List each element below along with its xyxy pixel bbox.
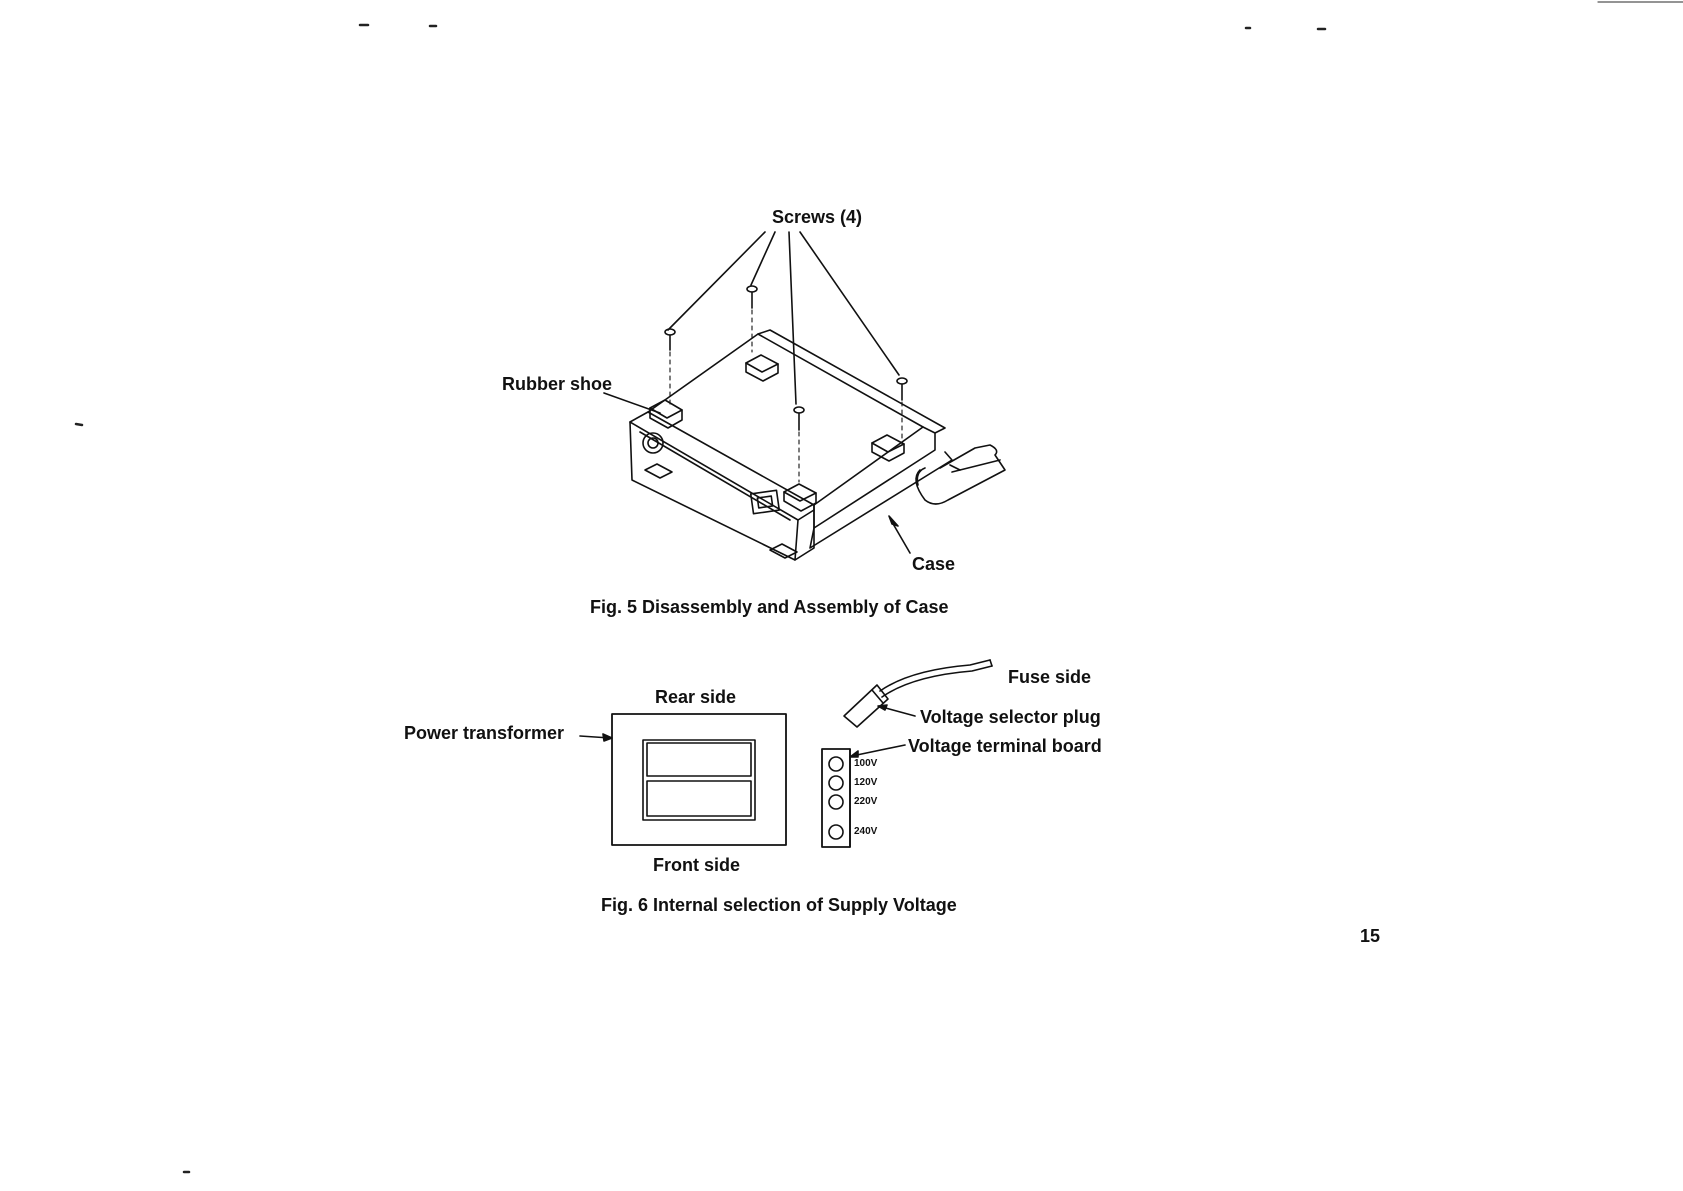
screw-icon	[897, 378, 907, 400]
terminal-label-240v: 240V	[854, 827, 877, 837]
fig5-caption: Fig. 5 Disassembly and Assembly of Case	[590, 598, 948, 616]
terminal-label-220v: 220V	[854, 797, 877, 807]
terminal-label-100v: 100V	[854, 759, 877, 769]
screw-icon	[747, 286, 757, 308]
screws-label: Screws (4)	[772, 208, 862, 226]
fuse-side-label: Fuse side	[1008, 668, 1091, 686]
screw-icon	[665, 329, 675, 350]
terminal-label-120v: 120V	[854, 778, 877, 788]
rubber-shoe-label: Rubber shoe	[502, 375, 612, 393]
power-transformer-label: Power transformer	[404, 724, 564, 742]
screw-icon	[794, 407, 804, 430]
case-assembly-drawing	[604, 232, 1005, 560]
rubber-shoe-icon	[746, 355, 778, 381]
voltage-selector-plug-label: Voltage selector plug	[920, 708, 1101, 726]
transformer-diagram	[580, 714, 786, 845]
case-label: Case	[912, 555, 955, 573]
rubber-shoe-icon	[650, 400, 682, 428]
voltage-terminal-board-label: Voltage terminal board	[908, 737, 1102, 755]
fig6-caption: Fig. 6 Internal selection of Supply Volt…	[601, 896, 957, 914]
page-number: 15	[1360, 927, 1380, 945]
front-side-label: Front side	[653, 856, 740, 874]
rubber-shoe-icon	[872, 435, 904, 461]
rear-side-label: Rear side	[655, 688, 736, 706]
